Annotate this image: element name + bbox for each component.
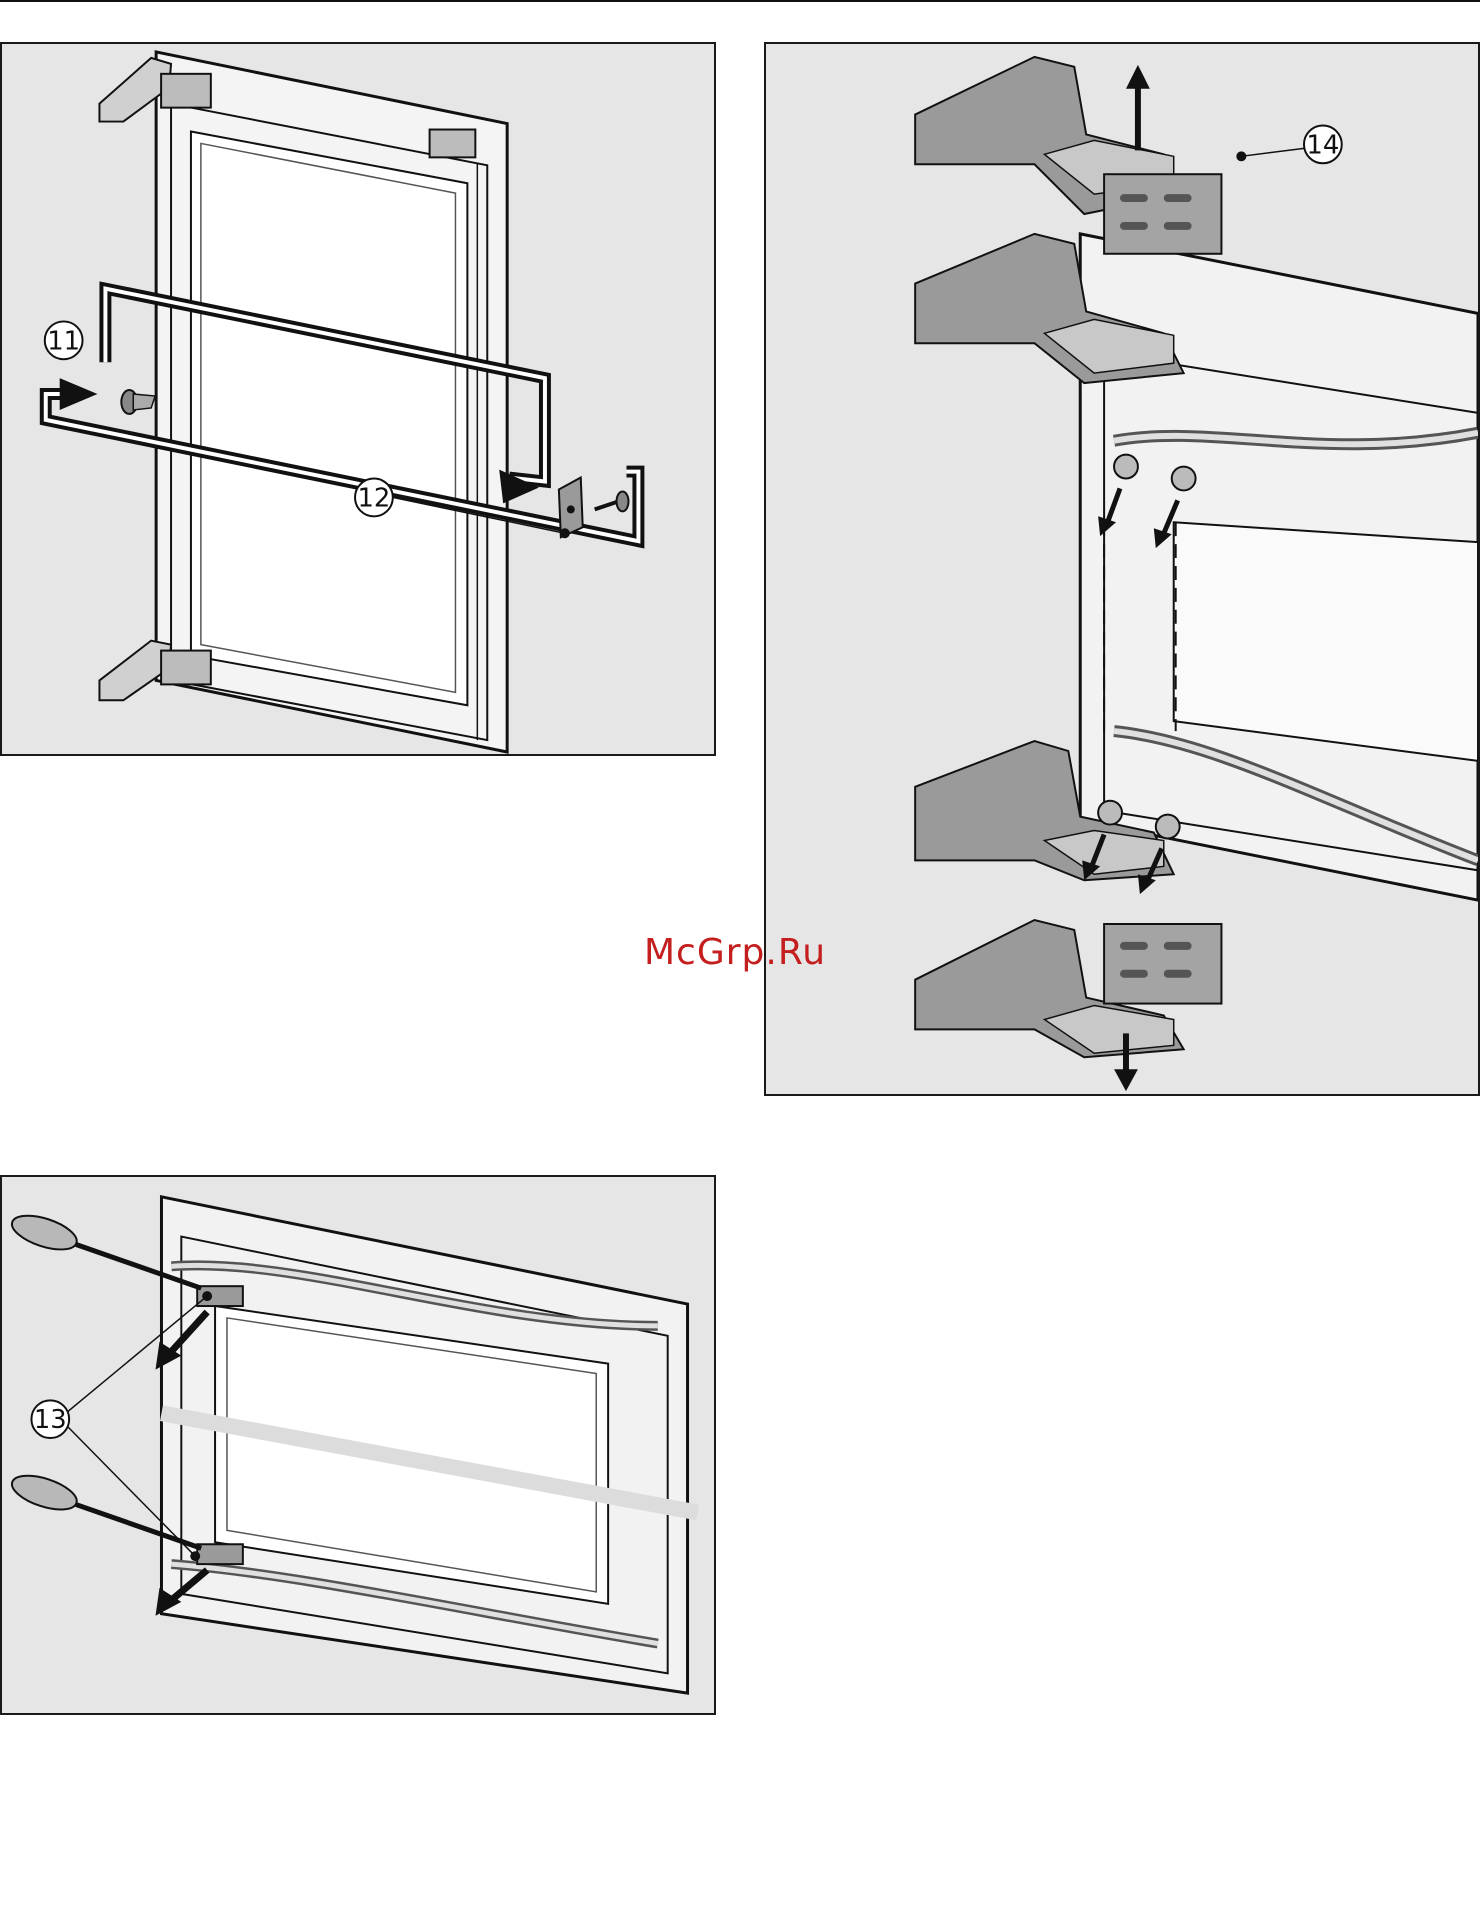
callout-11: 11	[45, 321, 83, 359]
svg-text:12: 12	[357, 483, 390, 513]
door-fastener-illustration: 11 12	[2, 44, 714, 754]
arrowhead-left-icon	[60, 378, 98, 410]
screw-icon	[595, 491, 629, 511]
watermark-text: McGrp.Ru	[644, 932, 826, 973]
cover-removal-illustration: 13	[2, 1177, 714, 1713]
plug-fastener-icon	[121, 390, 155, 414]
callout-14: 14	[1236, 125, 1341, 163]
diagram-panel-hinge-removal: 14	[764, 42, 1480, 1096]
door-glass-pane	[191, 132, 467, 706]
svg-text:13: 13	[34, 1405, 67, 1435]
bottom-hinge-icon	[99, 641, 210, 701]
cabinet-opening	[1174, 522, 1478, 761]
svg-text:14: 14	[1306, 130, 1339, 160]
bracket-fastener-icon	[559, 478, 583, 538]
cover-lower-icon	[197, 1544, 243, 1564]
hinge-top-removed-icon	[915, 57, 1221, 254]
hinge-removal-illustration: 14	[766, 44, 1478, 1094]
top-rule	[0, 0, 1480, 2]
diagram-panel-door-fastener: 11 12	[0, 42, 716, 756]
svg-text:11: 11	[47, 326, 80, 356]
diagram-panel-cover-removal: 13	[0, 1175, 716, 1715]
arrow-up-icon	[1126, 65, 1150, 151]
hinge-bottom-removed-icon	[915, 920, 1221, 1057]
